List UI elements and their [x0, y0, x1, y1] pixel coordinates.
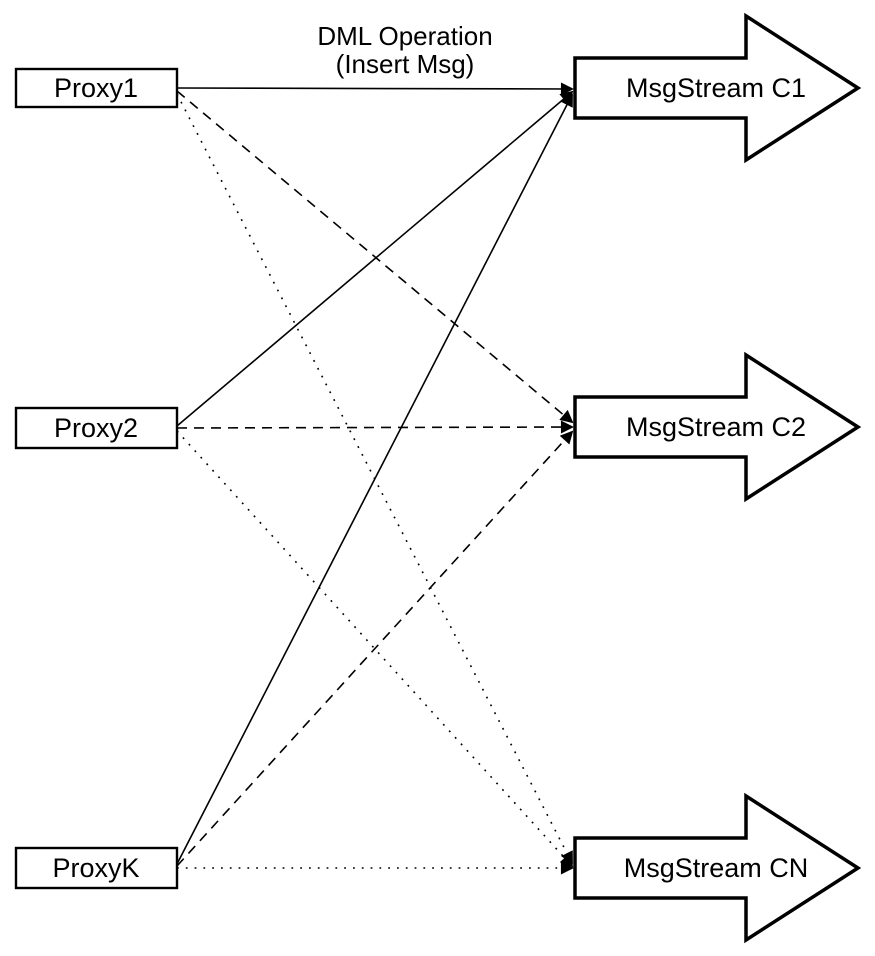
diagram-title-line1: DML Operation [317, 21, 492, 51]
edge-proxyk-to-c1-solid [176, 93, 573, 865]
msgstream-c2-arrow-shape [573, 351, 862, 503]
proxy2-box [14, 406, 179, 450]
msgstream-c1-label: MsgStream C1 [626, 73, 806, 103]
edge-proxy2-to-cn-dotted [176, 430, 574, 868]
msgstream-c1-arrow-shape [573, 12, 862, 164]
msgstream-cn-arrow-shape [573, 792, 862, 944]
stream-node-c2: MsgStream C2 [573, 351, 862, 503]
edge-proxy1-to-c2-dashed [176, 90, 574, 424]
proxyk-box [14, 846, 179, 890]
edge-proxy2-to-c1-solid [176, 90, 574, 427]
proxy1-box [14, 67, 179, 109]
diagram-title-line2: (Insert Msg) [336, 49, 475, 79]
proxy-node-proxy2: Proxy2 [14, 406, 179, 450]
msgstream-c2-label: MsgStream C2 [626, 412, 806, 442]
stream-node-c1: MsgStream C1 [573, 12, 862, 164]
proxy2-label: Proxy2 [54, 413, 138, 443]
edge-proxy2-to-c2-dashed [176, 420, 574, 434]
proxy1-label: Proxy1 [54, 73, 138, 103]
msgstream-cn-label: MsgStream CN [624, 853, 809, 883]
proxy-node-proxyk: ProxyK [14, 846, 179, 890]
proxyk-label: ProxyK [52, 853, 139, 883]
stream-node-cn: MsgStream CN [573, 792, 862, 944]
edge-proxyk-to-c2-dashed [176, 430, 574, 867]
proxy-node-proxy1: Proxy1 [14, 67, 179, 109]
edge-proxy1-to-c1-solid [176, 82, 574, 96]
edge-proxy1-to-cn-dotted [176, 93, 573, 865]
